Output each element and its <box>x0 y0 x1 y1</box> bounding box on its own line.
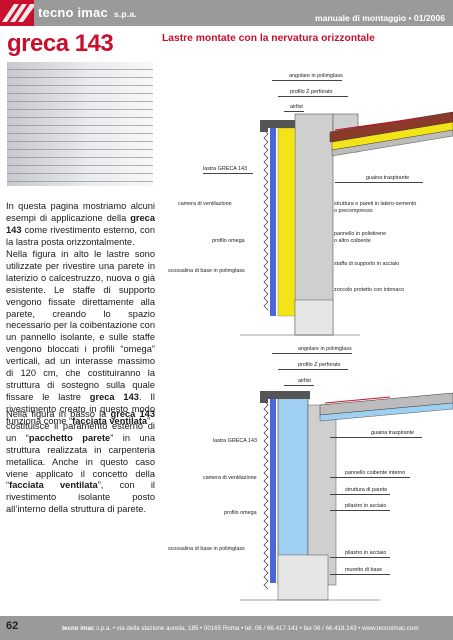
leader-line <box>278 96 348 97</box>
label-omega-top: profilo omega <box>212 238 245 244</box>
leader-line <box>330 477 410 478</box>
photo-panel-ribs <box>7 62 153 186</box>
brand-suffix: s.p.a. <box>113 9 137 19</box>
leader-line <box>330 557 390 558</box>
label-muretto-bottom: muretto di base <box>345 567 383 573</box>
label-scossalina-bottom: scossalina di base in polimglass <box>168 546 245 552</box>
label-pannello-top-1: pannello in polistirene <box>334 231 387 237</box>
leader-line <box>335 182 423 183</box>
label-guaina-bottom: guaina traspirante <box>371 430 415 436</box>
top-section-diagram <box>240 111 453 336</box>
header-bar <box>0 0 453 26</box>
label-zoccolo-top: zoccolo protetto con intonaco <box>334 287 405 293</box>
brand-name: tecno imac s.p.a. <box>38 5 137 20</box>
label-struttura-bottom: struttura di parete <box>345 487 388 493</box>
label-lastra-bottom: lastra GRECA 143 <box>213 438 258 444</box>
manual-title: manuale di montaggio • 01/2006 <box>314 13 445 23</box>
bottom-section-diagram <box>240 391 453 601</box>
brand-text: tecno imac <box>38 5 108 20</box>
footer-bar <box>0 616 453 640</box>
leader-line <box>278 369 348 370</box>
paragraph-intro: In questa pagina mostriamo alcuni esempi… <box>6 201 155 247</box>
leader-line <box>330 494 390 495</box>
label-profilo-z-bottom: profilo Z perforato <box>298 362 341 368</box>
footer-contact: tecno imac s.p.a. • via della stazione a… <box>62 625 419 632</box>
paragraph-bottom-figure: Nella figura in basso la greca 143 costi… <box>6 409 156 515</box>
leader-line <box>330 437 422 438</box>
label-scossalina-top: scossalina di base in polimglass <box>168 268 245 274</box>
paragraph-top-figure: Nella figura in alto le lastre sono util… <box>6 249 155 426</box>
label-pilastro-bottom-1: pilastro in acciaio <box>345 503 387 509</box>
label-airfist-bottom: airfist <box>298 378 311 384</box>
leader-line <box>272 80 342 81</box>
product-photo <box>7 62 153 186</box>
label-pannello-top-2: o altro coibente <box>334 238 371 244</box>
leader-line <box>203 173 253 174</box>
leader-line <box>284 385 314 386</box>
label-omega-bottom: profilo omega <box>224 510 257 516</box>
label-profilo-z-top: profilo Z perforato <box>290 89 333 95</box>
brand-logo <box>0 0 34 26</box>
label-camera-bottom: camera di ventilazione <box>203 475 257 481</box>
label-struttura-top-1: struttura e pareti in latero-cemento <box>334 201 417 207</box>
label-pannello-bottom: pannello coibente interno <box>345 470 406 476</box>
page-number: 62 <box>6 620 19 632</box>
label-camera-top: camera di ventilazione <box>178 201 232 207</box>
leader-line <box>272 353 352 354</box>
leader-line <box>284 111 304 112</box>
label-guaina-top: guaina traspirante <box>366 175 410 181</box>
label-staffa-top: staffa di supporto in acciaio <box>334 261 400 267</box>
label-struttura-top-2: o precompresso <box>334 208 373 214</box>
label-lastra-top: lastra GRECA 143 <box>203 166 248 172</box>
label-airfist-top: airfist <box>290 104 303 110</box>
leader-line <box>330 510 390 511</box>
page-title: Lastre montate con la nervatura orizzont… <box>162 33 375 44</box>
label-angolare-top: angolare in polimglass <box>289 73 343 79</box>
label-pilastro-bottom-2: pilastro in acciaio <box>345 550 387 556</box>
product-title: greca 143 <box>7 30 114 57</box>
label-angolare-bottom: angolare in polimglass <box>298 346 352 352</box>
leader-line <box>330 574 390 575</box>
